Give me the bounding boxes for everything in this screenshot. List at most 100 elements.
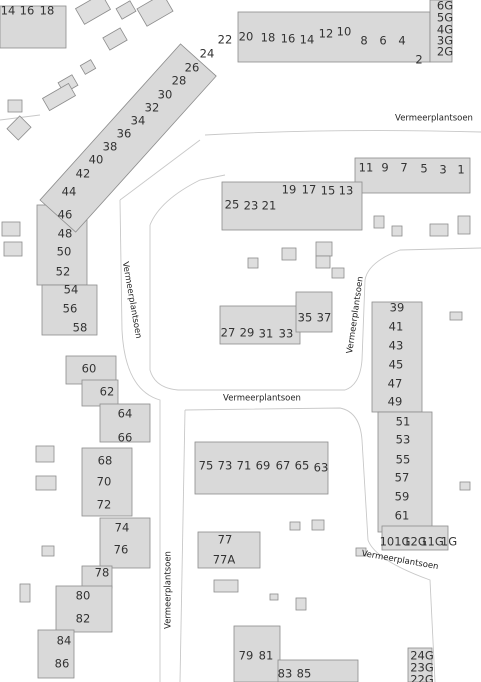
house-number-label: 27	[221, 326, 236, 340]
house-number-label: 16	[20, 4, 35, 18]
outbuilding	[315, 255, 331, 269]
house-number-label: 6	[379, 34, 386, 48]
building-block	[41, 284, 98, 336]
street-label: Vermeerplantsoen	[164, 551, 174, 629]
building-block	[371, 301, 423, 413]
house-number-label: 4	[398, 34, 405, 48]
outbuilding	[457, 215, 471, 235]
house-number-label: 2	[415, 53, 422, 67]
house-number-label: 23G	[410, 661, 434, 675]
house-number-label: 80	[76, 589, 91, 603]
house-number-label: 52	[56, 265, 71, 279]
outbuilding	[247, 257, 259, 269]
building-block	[81, 379, 119, 407]
outbuilding	[281, 247, 297, 261]
house-number-label: 68	[98, 454, 113, 468]
house-number-label: 3G	[437, 34, 453, 48]
building-block	[197, 531, 261, 569]
house-number-label: 34	[131, 114, 146, 128]
house-number-label: 20	[239, 30, 254, 44]
house-number-label: 47	[388, 377, 403, 391]
house-number-label: 76	[114, 543, 129, 557]
house-number-label: 61	[395, 509, 410, 523]
house-number-label: 45	[389, 358, 404, 372]
house-number-label: 65	[295, 459, 310, 473]
house-number-label: 10	[337, 25, 352, 39]
house-number-label: 2G	[437, 45, 453, 59]
house-number-label: 12	[319, 27, 334, 41]
house-number-label: 35	[298, 311, 313, 325]
outbuilding	[311, 519, 325, 531]
house-number-label: 81	[259, 649, 274, 663]
house-number-label: 40	[89, 153, 104, 167]
house-number-label: 16	[281, 32, 296, 46]
house-number-label: 6G	[437, 0, 453, 13]
house-number-label: 22	[218, 33, 233, 47]
house-number-label: 14	[300, 33, 315, 47]
building-block	[377, 411, 433, 533]
buildings	[0, 0, 471, 682]
house-number-label: 54	[64, 283, 79, 297]
outbuilding	[3, 241, 23, 257]
building-block	[219, 305, 301, 345]
house-number-label: 7	[400, 161, 407, 175]
building-block	[0, 5, 67, 49]
building-block	[55, 585, 113, 633]
house-number-label: 24G	[410, 649, 434, 663]
house-number-label: 53	[396, 433, 411, 447]
house-number-label: 8	[360, 34, 367, 48]
outbuilding	[35, 475, 57, 491]
outbuilding	[136, 0, 174, 27]
street-label: Vermeerplantsoen	[223, 394, 301, 404]
building-block	[99, 403, 151, 443]
house-number-label: 83	[278, 667, 293, 681]
house-number-label: 13	[339, 184, 354, 198]
house-number-label: 46	[58, 208, 73, 222]
outbuilding	[459, 481, 471, 491]
building-block	[277, 659, 359, 682]
house-number-label: 18	[261, 31, 276, 45]
house-number-label: 44	[62, 185, 77, 199]
building-block	[37, 629, 75, 679]
house-number-label: 14	[1, 4, 16, 18]
house-number-label: 3	[439, 163, 446, 177]
house-number-label: 77A	[213, 553, 236, 567]
house-number-label: 18	[40, 4, 55, 18]
outbuilding	[6, 115, 32, 141]
house-number-label: 21	[262, 199, 277, 213]
house-number-label: 17	[302, 183, 317, 197]
house-number-label: 39	[390, 301, 405, 315]
house-number-label: 5G	[437, 11, 453, 25]
house-number-label: 26	[185, 61, 200, 75]
road-edges	[0, 114, 481, 682]
building-block	[221, 181, 363, 231]
house-number-label: 25	[225, 198, 240, 212]
house-number-label: 23	[244, 199, 259, 213]
street-label: Vermeerplantsoen	[120, 261, 143, 339]
building-block	[237, 11, 431, 63]
house-number-label: 49	[388, 395, 403, 409]
house-number-label: 85	[297, 667, 312, 681]
outbuilding	[355, 547, 367, 557]
house-number-label: 56	[63, 302, 78, 316]
house-number-label: 4G	[437, 23, 453, 37]
house-number-label: 75	[199, 459, 214, 473]
outbuilding	[213, 579, 239, 593]
outbuilding	[19, 583, 31, 603]
house-number-label: 63	[314, 461, 329, 475]
building-block	[65, 355, 117, 385]
house-number-label: 1G	[441, 535, 457, 549]
house-number-label: 72	[97, 498, 112, 512]
street-label: Vermeerplantsoen	[361, 549, 439, 572]
outbuilding	[35, 445, 55, 463]
house-number-label: 5	[420, 162, 427, 176]
house-number-label: 36	[117, 127, 132, 141]
outbuilding	[315, 241, 333, 257]
house-number-label: 64	[118, 407, 133, 421]
house-number-label: 48	[58, 227, 73, 241]
house-number-label: 58	[73, 321, 88, 335]
building-block	[407, 647, 433, 682]
